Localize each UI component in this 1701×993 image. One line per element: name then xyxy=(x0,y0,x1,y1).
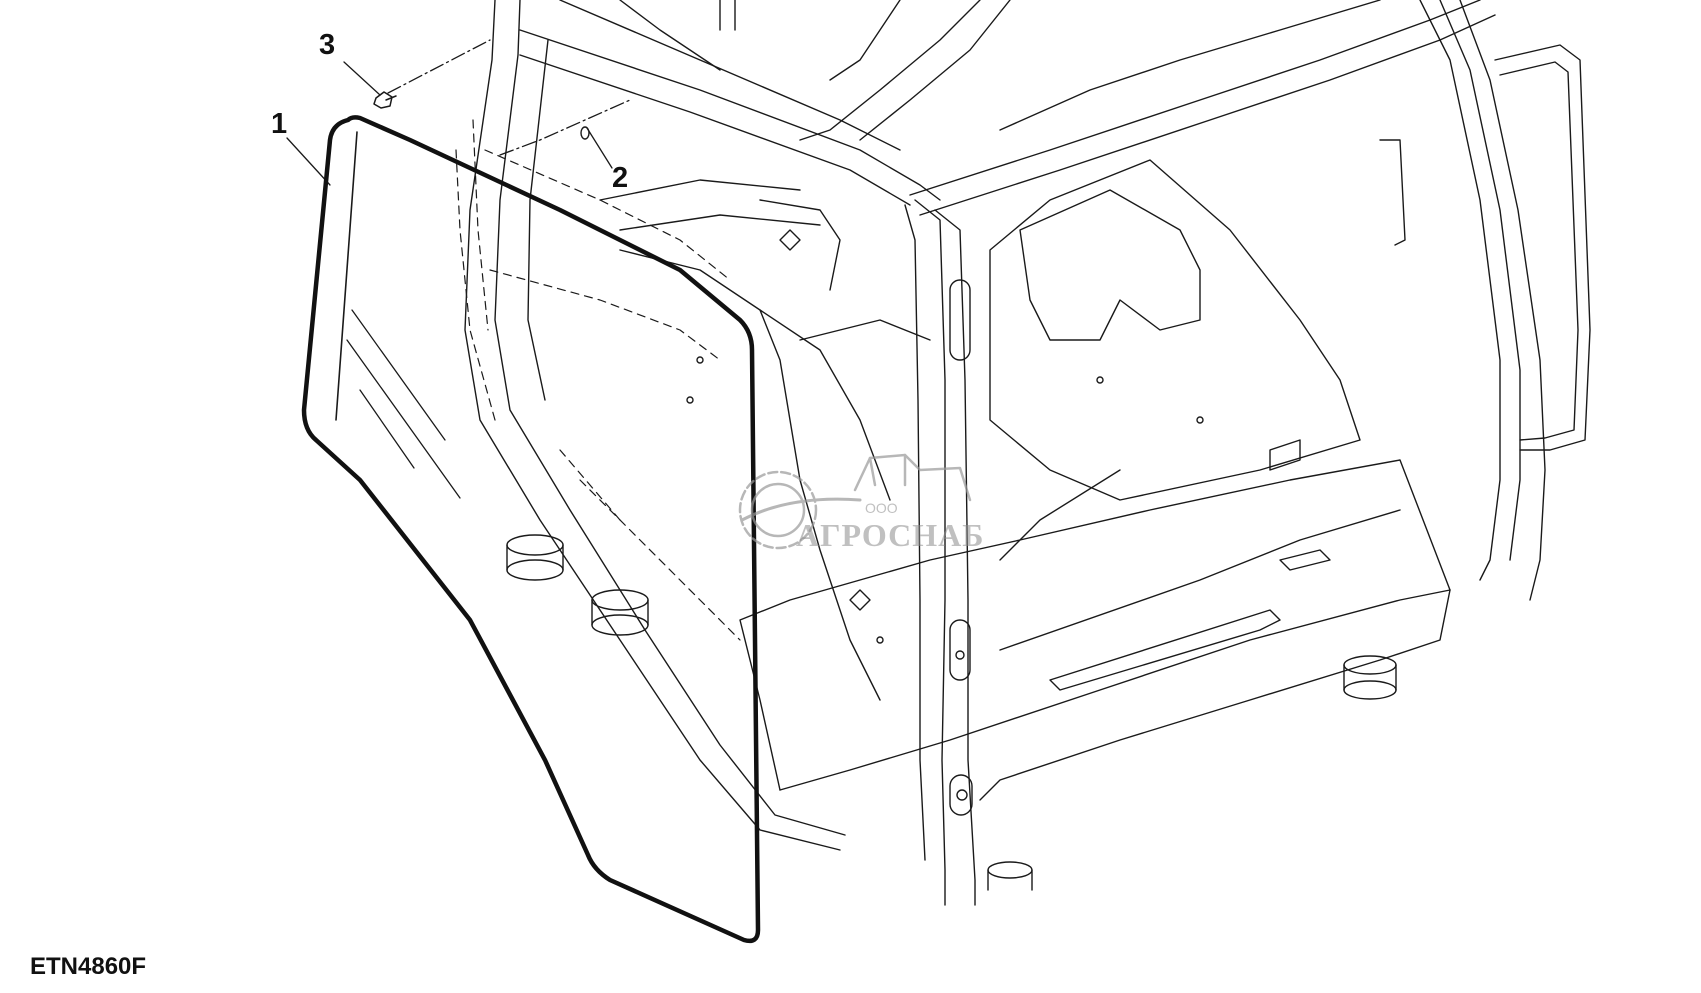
centerline-washer xyxy=(499,99,631,156)
screw-part xyxy=(373,91,397,109)
leader-2 xyxy=(586,127,613,169)
leader-1 xyxy=(286,137,331,186)
leader-lines xyxy=(286,39,631,186)
figure-id-label: ETN4860F xyxy=(30,953,147,980)
callout-2: 2 xyxy=(612,162,629,194)
cab-frame xyxy=(464,0,1591,906)
watermark-company: АГРОСНАБ xyxy=(796,517,985,553)
centerline-screw xyxy=(387,39,491,94)
leader-3 xyxy=(343,61,381,96)
callout-3: 3 xyxy=(319,29,336,61)
callout-1: 1 xyxy=(271,108,288,140)
watermark-prefix: ООО xyxy=(865,500,898,516)
glass-panel-part xyxy=(301,115,761,944)
hidden-lines xyxy=(455,119,741,641)
watermark-logo xyxy=(738,453,972,550)
washer-part xyxy=(580,126,590,140)
